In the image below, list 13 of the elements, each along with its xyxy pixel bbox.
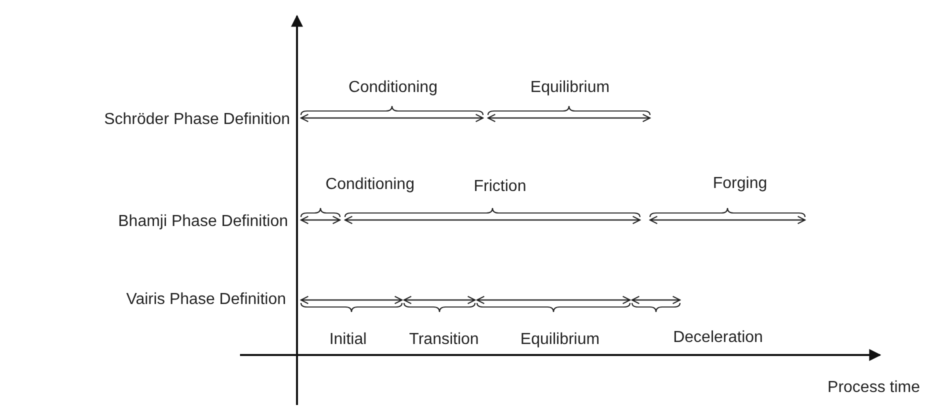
phase-label: Conditioning <box>348 79 438 97</box>
row-label: Bhamji Phase Definition <box>118 213 288 231</box>
row-label: Vairis Phase Definition <box>126 291 286 309</box>
phase-label: Initial <box>329 331 367 349</box>
phase-label: Transition <box>409 331 479 349</box>
phase-label: Forging <box>712 175 768 193</box>
phase-label: Friction <box>474 178 526 196</box>
phase-label: Deceleration <box>673 329 763 347</box>
phase-label: Conditioning <box>326 176 414 194</box>
axis-label: Process time <box>828 379 920 397</box>
row-label: Schröder Phase Definition <box>104 111 290 129</box>
phase-label: Equilibrium <box>520 331 600 349</box>
phase-label: Equilibrium <box>530 79 610 97</box>
